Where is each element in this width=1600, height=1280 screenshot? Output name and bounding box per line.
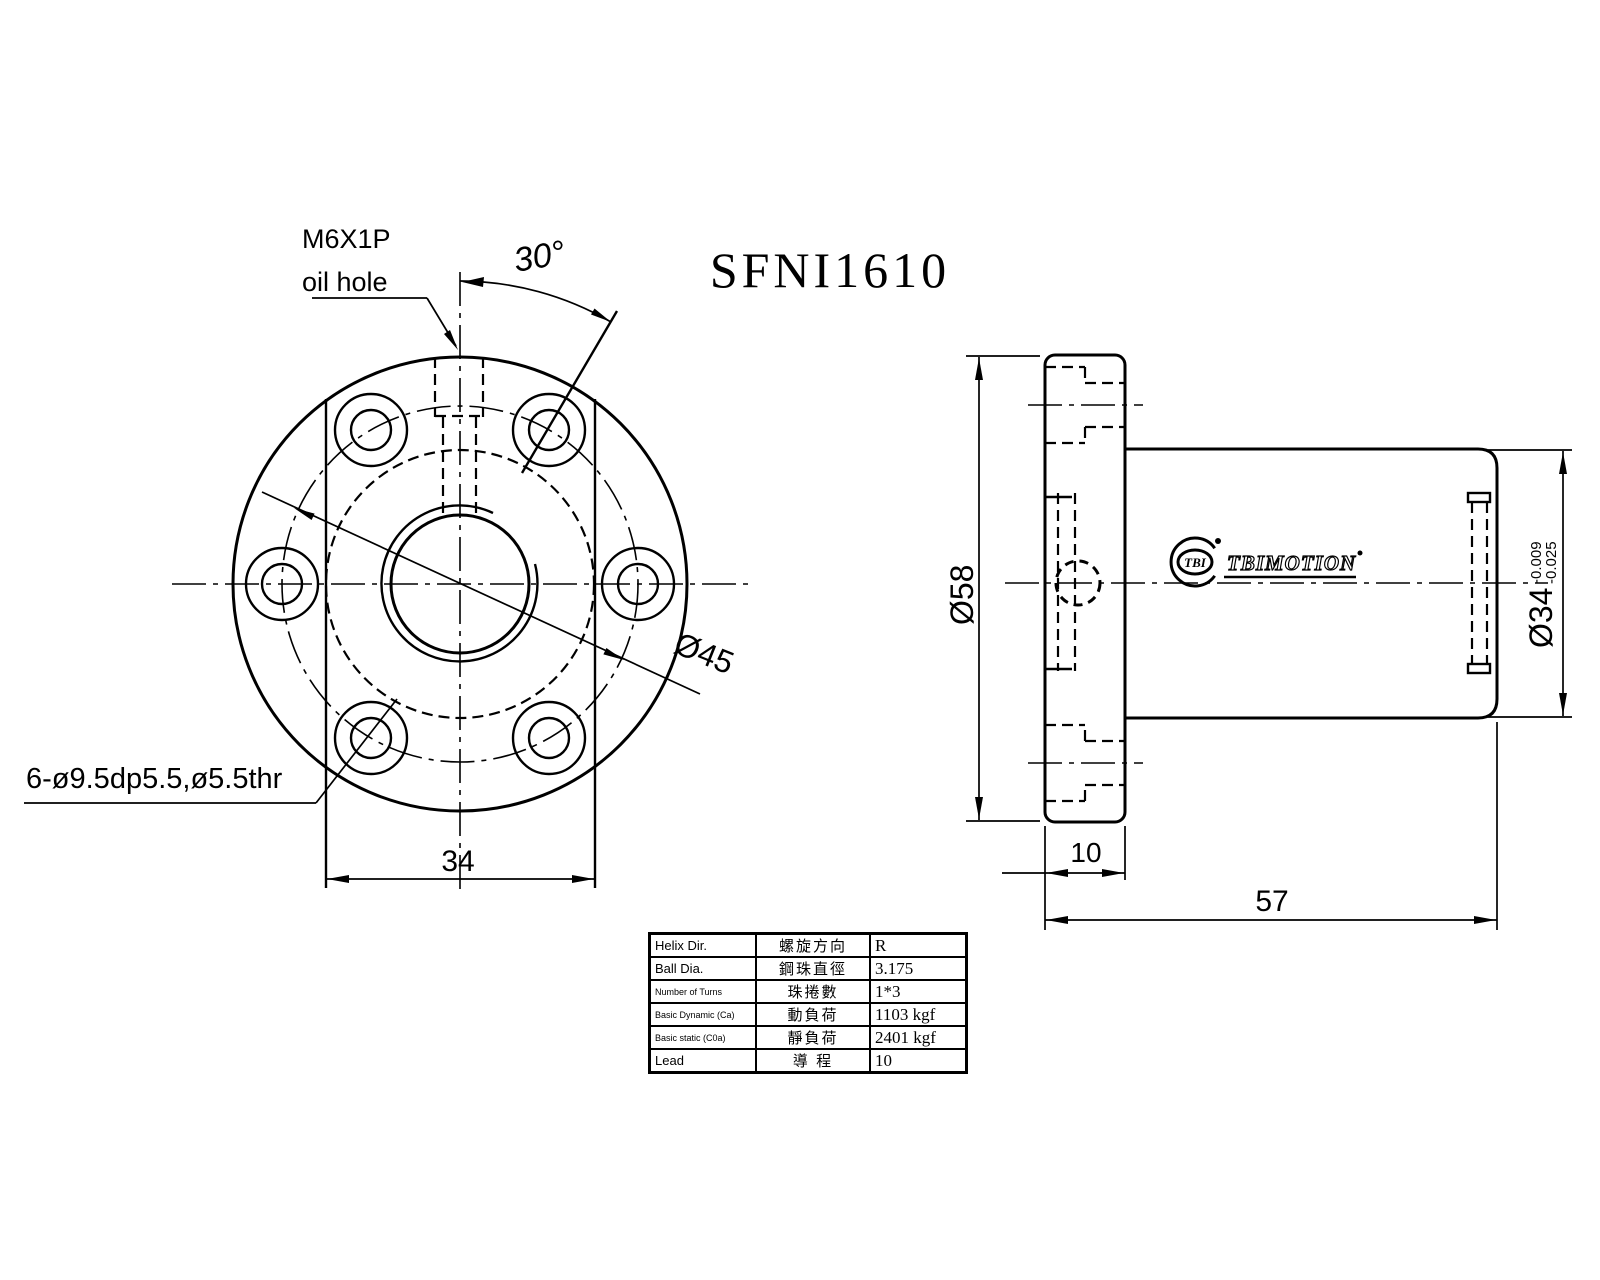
angle-arrow-left [462,277,484,287]
spec-val: 2401 kgf [869,1025,968,1050]
spec-zh: 螺旋方向 [755,932,871,958]
angle-arrow-right [591,308,611,322]
oil-hole-label-line1: M6X1P [302,224,391,254]
bolt-holes [244,392,676,776]
front-view: M6X1P oil hole 30° Ø45 6-ø9.5dp5.5,ø5.5t… [24,224,748,893]
spec-val: 3.175 [869,956,968,981]
spec-en: Basic static (C0a) [648,1025,757,1050]
tbimotion-brand-text: TBIMOTION [1227,551,1356,575]
tbi-oval [1176,548,1214,576]
spec-zh: 動負荷 [755,1002,871,1027]
spec-en: Ball Dia. [648,956,757,981]
hole-note-leader [24,698,398,804]
end-groove-hidden [1466,491,1492,675]
tbi-c-arc [1169,536,1216,588]
flange-od-dimension [966,355,1040,822]
flange-thickness-dimension [1002,826,1126,930]
spec-row-static-load: Basic static (C0a) 靜負荷 2401 kgf [648,1025,968,1050]
spec-val: 1*3 [869,979,968,1004]
spec-zh: 靜負荷 [755,1025,871,1050]
brand-registered-dot [1357,550,1363,556]
spec-val: 10 [869,1048,968,1074]
body-od-dimension [1488,449,1572,718]
spec-en: Basic Dynamic (Ca) [648,1002,757,1027]
oil-hole-label-line2: oil hole [302,267,388,297]
angle-label: 30° [511,234,568,280]
spec-row-lead: Lead 導 程 10 [648,1048,968,1074]
thread-arc [380,504,539,663]
angle-annotation [459,277,619,474]
oil-hole-leader [312,297,458,350]
spec-row-turns: Number of Turns 珠捲數 1*3 [648,979,968,1004]
body-od-tol-lower: -0.025 [1543,541,1560,584]
flange-od-label: Ø58 [944,565,980,625]
body-od-label: Ø34 [1523,588,1559,648]
angle-reference-line [520,310,619,474]
flange-od-label-group: Ø58 [944,565,980,625]
bolt-circle-dia-label: Ø45 [669,625,739,681]
spec-en: Number of Turns [648,979,757,1004]
spec-val: R [869,932,968,958]
tbi-registered-dot [1215,538,1221,544]
tbi-badge-text: TBI [1184,555,1207,570]
drawing-title: SFNI1610 [710,242,950,298]
oil-hole-hidden-lines [433,357,485,514]
spec-zh: 珠捲數 [755,979,871,1004]
total-length-dimension [1045,722,1498,930]
spec-zh: 導 程 [755,1048,871,1074]
flange-section-outline [1043,353,1127,824]
total-length-label: 57 [1255,885,1288,918]
angle-arc [459,280,612,323]
side-view: TBI TBIMOTION Ø58 Ø34 -0.009 -0.025 [944,353,1572,930]
spec-en: Helix Dir. [648,932,757,958]
flange-internal-hidden [1045,493,1102,671]
tbimotion-logo: TBI TBIMOTION [1169,536,1363,588]
bolt-circle-dia-leader [261,491,701,695]
spec-val: 1103 kgf [869,1002,968,1027]
flange-thickness-label: 10 [1070,837,1101,868]
width-dim-label: 34 [441,845,474,878]
spec-en: Lead [648,1048,757,1074]
hidden-bolt-hole-bottom [1028,723,1143,803]
hidden-bolt-hole-top [1028,365,1143,445]
body-od-tol-upper: -0.009 [1528,541,1545,584]
spec-row-helix: Helix Dir. 螺旋方向 R [648,932,968,958]
spec-zh: 鋼珠直徑 [755,956,871,981]
spec-table: Helix Dir. 螺旋方向 R Ball Dia. 鋼珠直徑 3.175 N… [648,932,968,1074]
body-od-label-group: Ø34 -0.009 -0.025 [1523,541,1560,648]
spec-row-ball-dia: Ball Dia. 鋼珠直徑 3.175 [648,956,968,981]
spec-row-dynamic-load: Basic Dynamic (Ca) 動負荷 1103 kgf [648,1002,968,1027]
width-dimension [326,875,595,883]
hole-note-label: 6-ø9.5dp5.5,ø5.5thr [26,763,283,795]
